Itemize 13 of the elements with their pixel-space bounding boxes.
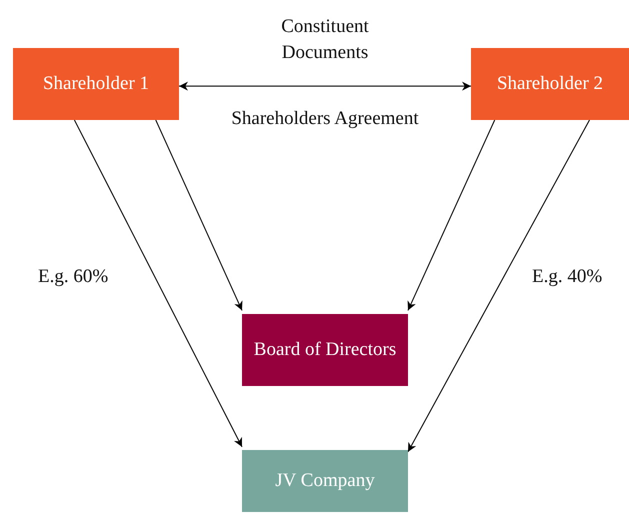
- process-box: JV Company: [242, 450, 408, 512]
- arrow: [408, 120, 496, 311]
- process-box: Board of Directors: [242, 314, 408, 386]
- edge-label: E.g. 60%: [38, 266, 108, 288]
- arrow: [155, 120, 242, 311]
- process-box: Shareholder 1: [13, 48, 179, 120]
- process-box: Shareholder 2: [471, 48, 629, 120]
- text-label: Shareholders Agreement: [230, 107, 420, 131]
- text-label: Constituent Documents: [280, 15, 370, 65]
- arrow: [74, 120, 242, 448]
- edge-label: E.g. 40%: [532, 266, 602, 288]
- arrow: [408, 120, 590, 452]
- arrow: [178, 82, 472, 91]
